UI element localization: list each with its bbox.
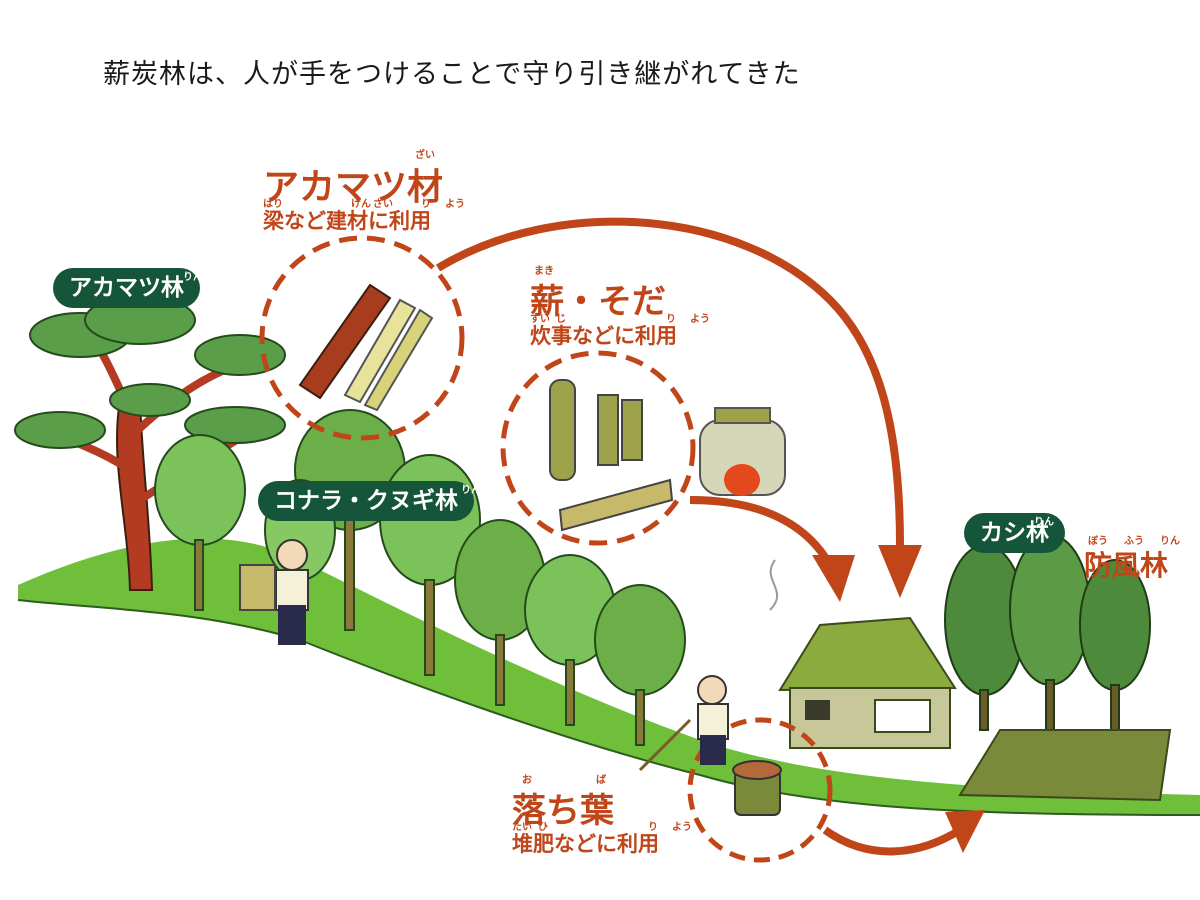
- timber-use-ruby-3: ざい: [373, 199, 393, 210]
- vegetable-field: [958, 729, 1172, 802]
- leaves-text: 落ち葉: [512, 791, 614, 831]
- windbreak-ruby-3: りん: [1160, 536, 1180, 547]
- timber-use-ruby-5: よう: [445, 199, 465, 210]
- konara-forest-ruby: りん: [461, 485, 481, 496]
- page-title: 薪炭林は、人が手をつけることで守り引き継がれてきた: [103, 59, 801, 90]
- kashi-trees: [944, 534, 1151, 731]
- leaves-ruby-1: お: [522, 775, 532, 786]
- leaves-use-ruby-4: よう: [672, 822, 692, 833]
- thatched-house: [769, 559, 957, 749]
- leaf-basket: [732, 760, 782, 816]
- konara-forest-text: コナラ・クヌギ林: [274, 488, 458, 514]
- arrow-firewood-to-house: [689, 496, 834, 568]
- label-timber: アカマツ材 ざい: [263, 150, 444, 210]
- label-akamatsu-forest: アカマツ林 りん: [53, 268, 203, 308]
- windbreak-text: 防風林: [1084, 549, 1169, 582]
- label-timber-use: 梁など建材に利用 はり けん ざい り よう: [263, 199, 465, 235]
- firewood-ruby: まき: [534, 266, 554, 277]
- firewood-bundle: [549, 379, 674, 532]
- timber-use-ruby-1: はり: [263, 199, 283, 210]
- leaves-use-ruby-3: り: [648, 822, 658, 833]
- label-firewood: 薪・そだ まき: [530, 266, 666, 323]
- leaves-ruby-2: ば: [596, 775, 606, 786]
- timber-ruby: ざい: [415, 150, 435, 161]
- kashi-forest-ruby: りん: [1034, 517, 1054, 528]
- firewood-use-ruby-3: り: [666, 314, 676, 325]
- firewood-use-ruby-1: すい: [530, 314, 550, 325]
- arrow-timber-head: [878, 545, 922, 598]
- label-leaves: 落ち葉 お ば: [512, 775, 614, 832]
- arrow-firewood-head: [812, 555, 855, 602]
- arrow-leaves-head: [945, 810, 985, 853]
- akamatsu-forest-ruby: りん: [183, 272, 203, 283]
- cooking-stove: [699, 407, 786, 496]
- akamatsu-forest-text: アカマツ林: [69, 275, 184, 301]
- timber-use-text: 梁など建材に利用: [263, 209, 431, 233]
- arrow-timber-to-house: [435, 217, 904, 546]
- leaves-use-ruby-2: ひ: [538, 822, 548, 833]
- pine-tree: [14, 295, 286, 591]
- hill-ground: [18, 538, 1200, 815]
- firewood-text: 薪・そだ: [530, 282, 666, 322]
- label-leaves-use: 堆肥などに利用 たい ひ り よう: [512, 822, 692, 858]
- person-raking: [638, 675, 729, 772]
- leaves-use-ruby-1: たい: [512, 822, 532, 833]
- firewood-circle: [500, 350, 696, 546]
- firewood-use-ruby-2: じ: [556, 314, 566, 325]
- kashi-forest-text: カシ林: [980, 520, 1049, 546]
- person-carrying-wood: [239, 539, 309, 645]
- timber-use-ruby-2: けん: [351, 199, 371, 210]
- timber-circle: [259, 235, 465, 441]
- windbreak-ruby-2: ふう: [1124, 536, 1144, 547]
- label-windbreak: 防風林 ぼう ふう りん: [1084, 536, 1180, 584]
- arrow-leaves-to-field: [822, 826, 963, 856]
- hill-edge: [17, 599, 1200, 816]
- leaves-use-text: 堆肥などに利用: [512, 832, 659, 856]
- label-konara-forest: コナラ・クヌギ林 りん: [258, 481, 481, 521]
- timber-text: アカマツ材: [263, 167, 444, 208]
- firewood-use-ruby-4: よう: [690, 314, 710, 325]
- label-kashi-forest: カシ林 りん: [964, 513, 1065, 553]
- leaves-circle: [687, 717, 833, 863]
- timber-logs: [298, 283, 434, 412]
- windbreak-ruby-1: ぼう: [1088, 536, 1108, 547]
- firewood-use-text: 炊事などに利用: [530, 324, 677, 348]
- label-firewood-use: 炊事などに利用 すい じ り よう: [530, 314, 710, 350]
- timber-use-ruby-4: り: [421, 199, 431, 210]
